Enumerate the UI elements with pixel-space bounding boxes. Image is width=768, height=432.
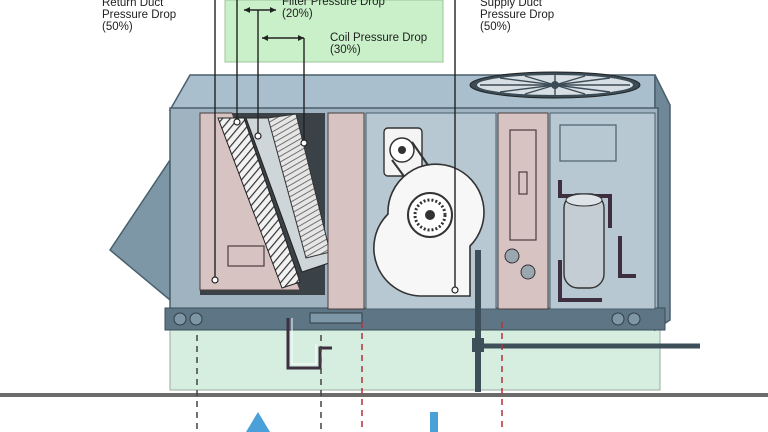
dimension-arrowhead bbox=[298, 35, 304, 41]
rail-bolt bbox=[627, 312, 641, 326]
compressor-cap bbox=[565, 193, 603, 207]
supply-duct-line3: (50%) bbox=[480, 21, 511, 33]
control-panel bbox=[497, 112, 549, 310]
panel-knob bbox=[504, 248, 520, 264]
return-duct-line2: Pressure Drop bbox=[102, 9, 177, 21]
unit-curb bbox=[169, 329, 661, 391]
rail-bolt bbox=[189, 312, 203, 326]
filter-line2: (20%) bbox=[282, 8, 313, 20]
drain-pipe bbox=[286, 318, 332, 370]
supply-duct-label: Supply Duct Pressure Drop (50%) bbox=[480, 0, 554, 33]
compressor-bracket bbox=[559, 124, 617, 162]
partition-panel bbox=[327, 112, 365, 310]
air-filter bbox=[217, 117, 301, 289]
leader-dot bbox=[211, 276, 219, 284]
ground-line bbox=[0, 393, 768, 397]
panel-label-plate bbox=[227, 245, 265, 267]
leader-dot bbox=[233, 118, 241, 126]
coil-line1: Coil Pressure Drop bbox=[330, 32, 428, 44]
bottom-rail bbox=[164, 307, 666, 331]
rail-plate bbox=[309, 312, 363, 324]
panel-knob bbox=[520, 264, 536, 280]
filter-label: Filter Pressure Drop (20%) bbox=[282, 0, 385, 20]
filter-line1: Filter Pressure Drop bbox=[282, 0, 385, 8]
line-fitting bbox=[472, 338, 484, 352]
drop-icon bbox=[246, 412, 270, 432]
fan-icon bbox=[469, 71, 641, 99]
supply-arrow bbox=[430, 412, 438, 432]
return-duct-label: Return Duct Pressure Drop (50%) bbox=[102, 0, 176, 33]
panel-latch bbox=[518, 171, 528, 195]
return-air-hood bbox=[109, 157, 171, 302]
blower-icon bbox=[373, 127, 485, 297]
leader-dot bbox=[254, 132, 262, 140]
supply-duct-line2: Pressure Drop bbox=[480, 9, 555, 21]
supply-duct-line1: Supply Duct bbox=[480, 0, 543, 9]
drain-pipe-highlight bbox=[291, 318, 317, 365]
rail-bolt bbox=[611, 312, 625, 326]
rail-bolt bbox=[173, 312, 187, 326]
dimension-arrowhead bbox=[270, 7, 276, 13]
leader-dot bbox=[451, 286, 459, 294]
dimension-arrowhead bbox=[244, 7, 250, 13]
control-panel-inset bbox=[509, 129, 537, 241]
compressor bbox=[563, 193, 605, 289]
coil-line2: (30%) bbox=[330, 44, 361, 56]
return-duct-line3: (50%) bbox=[102, 21, 133, 33]
leader-dot bbox=[300, 139, 308, 147]
coil-label: Coil Pressure Drop (30%) bbox=[330, 32, 427, 56]
return-duct-line1: Return Duct bbox=[102, 0, 164, 9]
dimension-arrowhead bbox=[262, 35, 268, 41]
